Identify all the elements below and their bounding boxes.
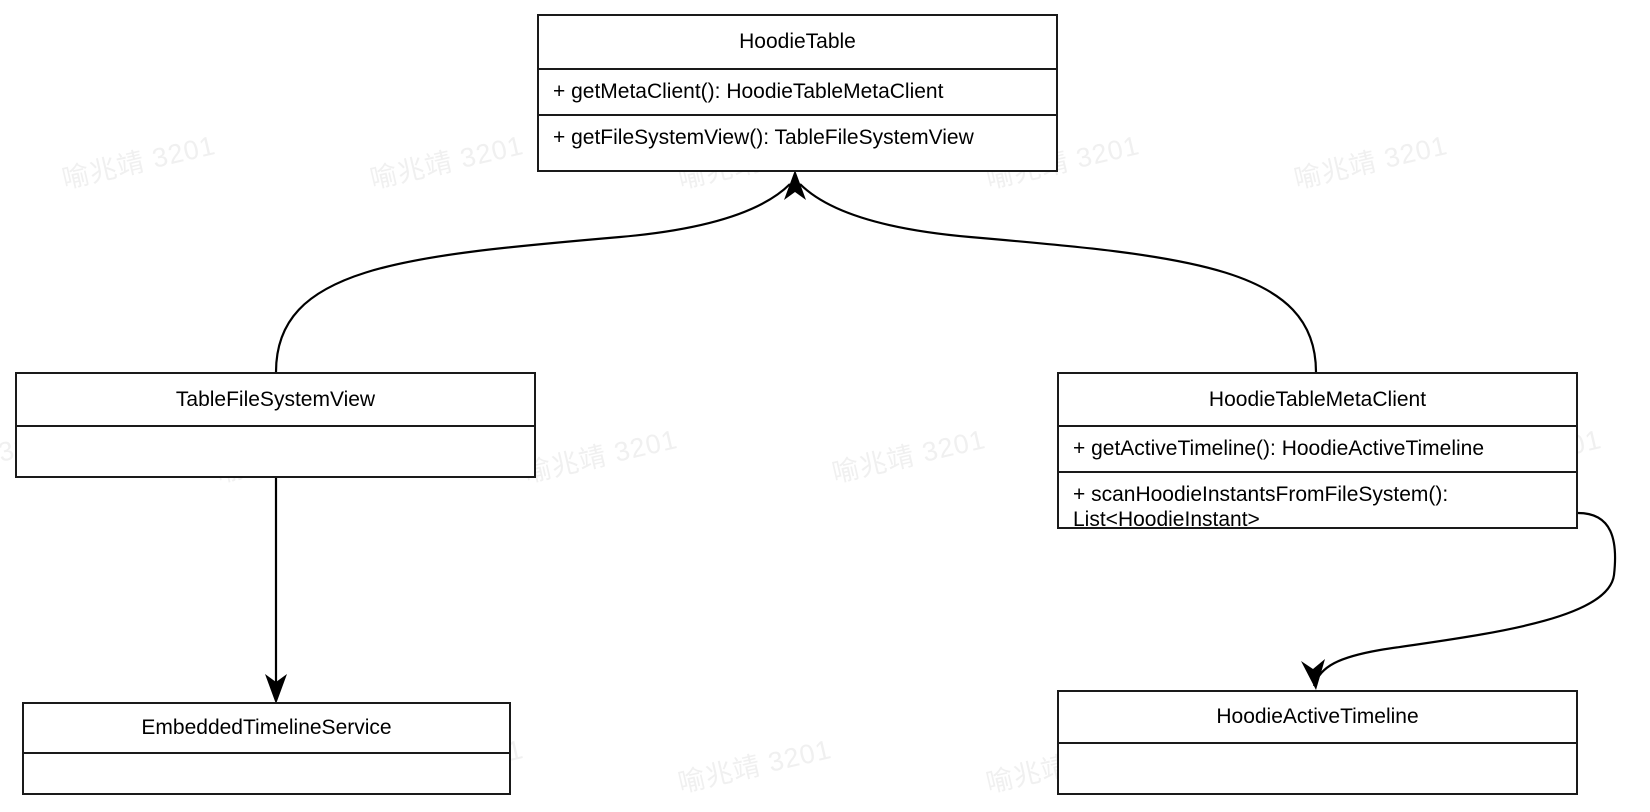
watermark-text: 喻兆靖 3201	[675, 734, 835, 799]
class-members-hoodie-table-meta-client: + getActiveTimeline(): HoodieActiveTimel…	[1059, 427, 1576, 542]
class-member: + scanHoodieInstantsFromFileSystem(): Li…	[1059, 470, 1576, 542]
class-box-hoodie-table-meta-client[interactable]: HoodieTableMetaClient + getActiveTimelin…	[1057, 372, 1578, 531]
class-name-hoodie-table: HoodieTable	[539, 16, 1056, 70]
edge-hoodietablemetaclient-to-hoodietable	[799, 183, 1318, 373]
watermark-text: 喻兆靖 3201	[1291, 130, 1451, 195]
class-members-hoodie-table: + getMetaClient(): HoodieTableMetaClient…	[539, 70, 1056, 159]
arrowhead-into-hoodietable	[784, 170, 806, 200]
class-name-embedded-timeline-service: EmbeddedTimelineService	[24, 704, 509, 754]
edge-tablefilesystemview-to-hoodietable	[274, 183, 791, 373]
class-members-hoodie-active-timeline	[1059, 744, 1576, 793]
class-members-embedded-timeline-service	[24, 754, 509, 793]
class-member: + getFileSystemView(): TableFileSystemVi…	[539, 113, 1056, 160]
class-box-hoodie-active-timeline[interactable]: HoodieActiveTimeline	[1057, 690, 1578, 795]
class-member: + getMetaClient(): HoodieTableMetaClient	[553, 80, 944, 103]
class-name-table-file-system-view: TableFileSystemView	[17, 374, 534, 427]
arrowhead-into-hoodieactivetimeline	[1301, 659, 1325, 690]
class-box-embedded-timeline-service[interactable]: EmbeddedTimelineService	[22, 702, 511, 795]
class-box-hoodie-table[interactable]: HoodieTable + getMetaClient(): HoodieTab…	[537, 14, 1058, 172]
watermark-text: 喻兆靖 3201	[829, 424, 989, 489]
watermark-text: 喻兆靖 3201	[59, 130, 219, 195]
arrowhead-into-embeddedtimelineservice	[265, 674, 287, 704]
class-name-hoodie-active-timeline: HoodieActiveTimeline	[1059, 692, 1576, 744]
class-member: + getActiveTimeline(): HoodieActiveTimel…	[1073, 437, 1485, 460]
watermark-text: 喻兆靖 3201	[367, 130, 527, 195]
class-box-table-file-system-view[interactable]: TableFileSystemView	[15, 372, 536, 478]
class-members-table-file-system-view	[17, 427, 534, 476]
class-name-hoodie-table-meta-client: HoodieTableMetaClient	[1059, 374, 1576, 427]
watermark-text: 喻兆靖 3201	[521, 424, 681, 489]
